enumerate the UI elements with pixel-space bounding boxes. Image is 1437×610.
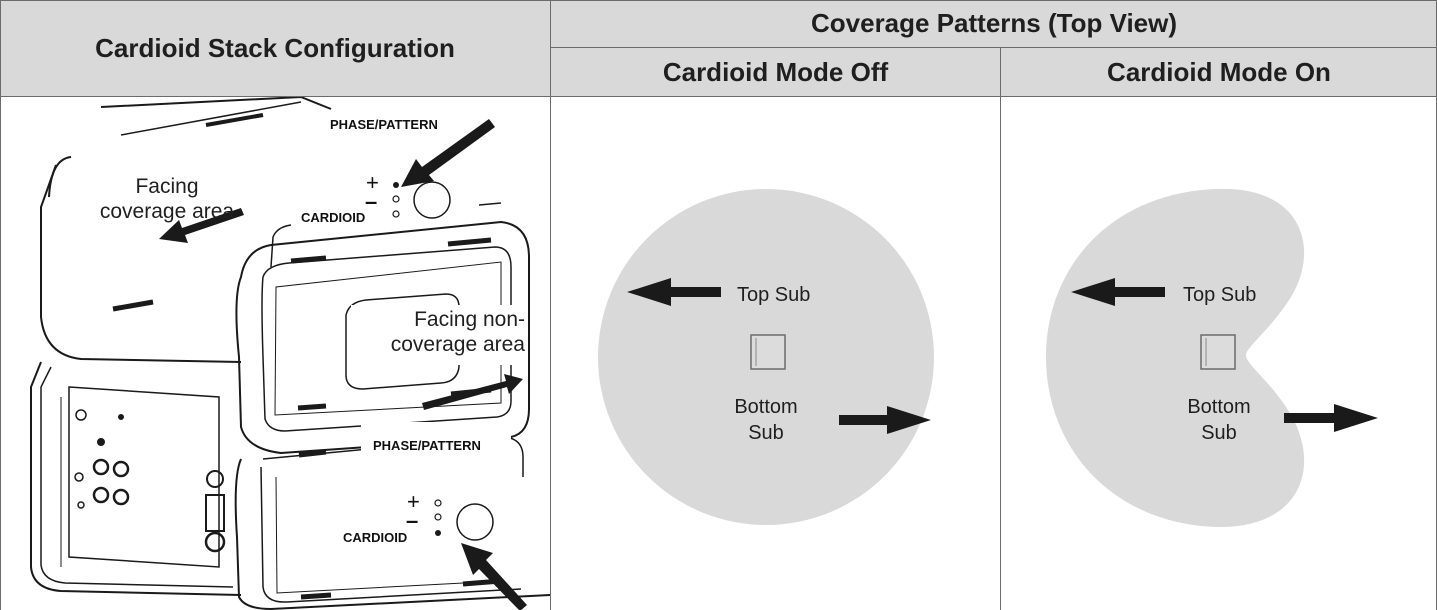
- pattern-off-bottom-line1: Bottom: [734, 396, 798, 418]
- header-cardioid-off-text: Cardioid Mode Off: [662, 56, 889, 87]
- grid-line-left: [0, 0, 1, 610]
- bottom-sub-arrow: [1284, 404, 1378, 432]
- pattern-on-drawing: [1046, 188, 1378, 528]
- bottom-plus-sign: +: [407, 489, 420, 514]
- pattern-on-bottom-sub-label: Bottom Sub: [1174, 394, 1264, 446]
- grid-line-col1: [550, 0, 551, 610]
- pattern-off-cell: Top Sub Bottom Sub: [551, 97, 1000, 610]
- top-sub-arrow: [1071, 278, 1165, 306]
- header-coverage-patterns: Coverage Patterns (Top View): [551, 0, 1437, 47]
- top-sub-arrow: [627, 278, 721, 306]
- header-cardioid-off: Cardioid Mode Off: [551, 48, 1000, 96]
- grid-line-top: [0, 0, 1437, 1]
- bottom-minus-sign: –: [406, 508, 419, 533]
- header-cardioid-on: Cardioid Mode On: [1001, 48, 1437, 96]
- facing-coverage-line1: Facing: [135, 175, 199, 198]
- pattern-off-bottom-sub-label: Bottom Sub: [721, 394, 811, 446]
- header-cardioid-on-text: Cardioid Mode On: [1107, 56, 1331, 87]
- pattern-off-top-sub-label: Top Sub: [737, 284, 811, 306]
- header-stack-configuration: Cardioid Stack Configuration: [0, 0, 550, 96]
- stack-illustration: PHASE/PATTERN + – CARDIOID Facing covera…: [1, 97, 550, 610]
- pattern-on-top-sub-label: Top Sub: [1183, 284, 1257, 306]
- pattern-off-bottom-line2: Sub: [748, 422, 784, 444]
- grid-line-subheader: [551, 47, 1437, 48]
- pattern-on-bottom-line2: Sub: [1201, 422, 1237, 444]
- bottom-sub-arrow: [839, 406, 931, 434]
- facing-coverage-line2: coverage area: [99, 200, 235, 223]
- facing-noncoverage-line1: Facing non-: [414, 308, 525, 331]
- facing-coverage-label: Facing coverage area: [97, 174, 237, 224]
- facing-noncoverage-line2: coverage area: [390, 333, 525, 356]
- pattern-on-cell: Top Sub Bottom Sub: [1001, 97, 1436, 610]
- pattern-off-drawing: [598, 189, 934, 525]
- pattern-on-bottom-line1: Bottom: [1187, 396, 1251, 418]
- top-plus-sign: +: [366, 170, 379, 195]
- sub-square-icon: [1200, 334, 1236, 370]
- top-minus-sign: –: [365, 189, 378, 214]
- facing-noncoverage-label: Facing non- coverage area: [375, 307, 525, 357]
- subwoofer-stack-drawing: [30, 97, 550, 610]
- header-stack-configuration-text: Cardioid Stack Configuration: [95, 32, 455, 63]
- bottom-phase-pattern-label: PHASE/PATTERN: [373, 438, 481, 453]
- bottom-cardioid-label: CARDIOID: [343, 530, 408, 545]
- sub-square-icon: [750, 334, 786, 370]
- grid-line-col2: [1000, 48, 1001, 610]
- grid-line-header-bottom: [0, 96, 1437, 97]
- coverage-cardioid: [1046, 188, 1305, 528]
- header-coverage-patterns-text: Coverage Patterns (Top View): [810, 8, 1178, 38]
- top-cardioid-label: CARDIOID: [301, 210, 366, 225]
- top-phase-pattern-label: PHASE/PATTERN: [330, 117, 438, 132]
